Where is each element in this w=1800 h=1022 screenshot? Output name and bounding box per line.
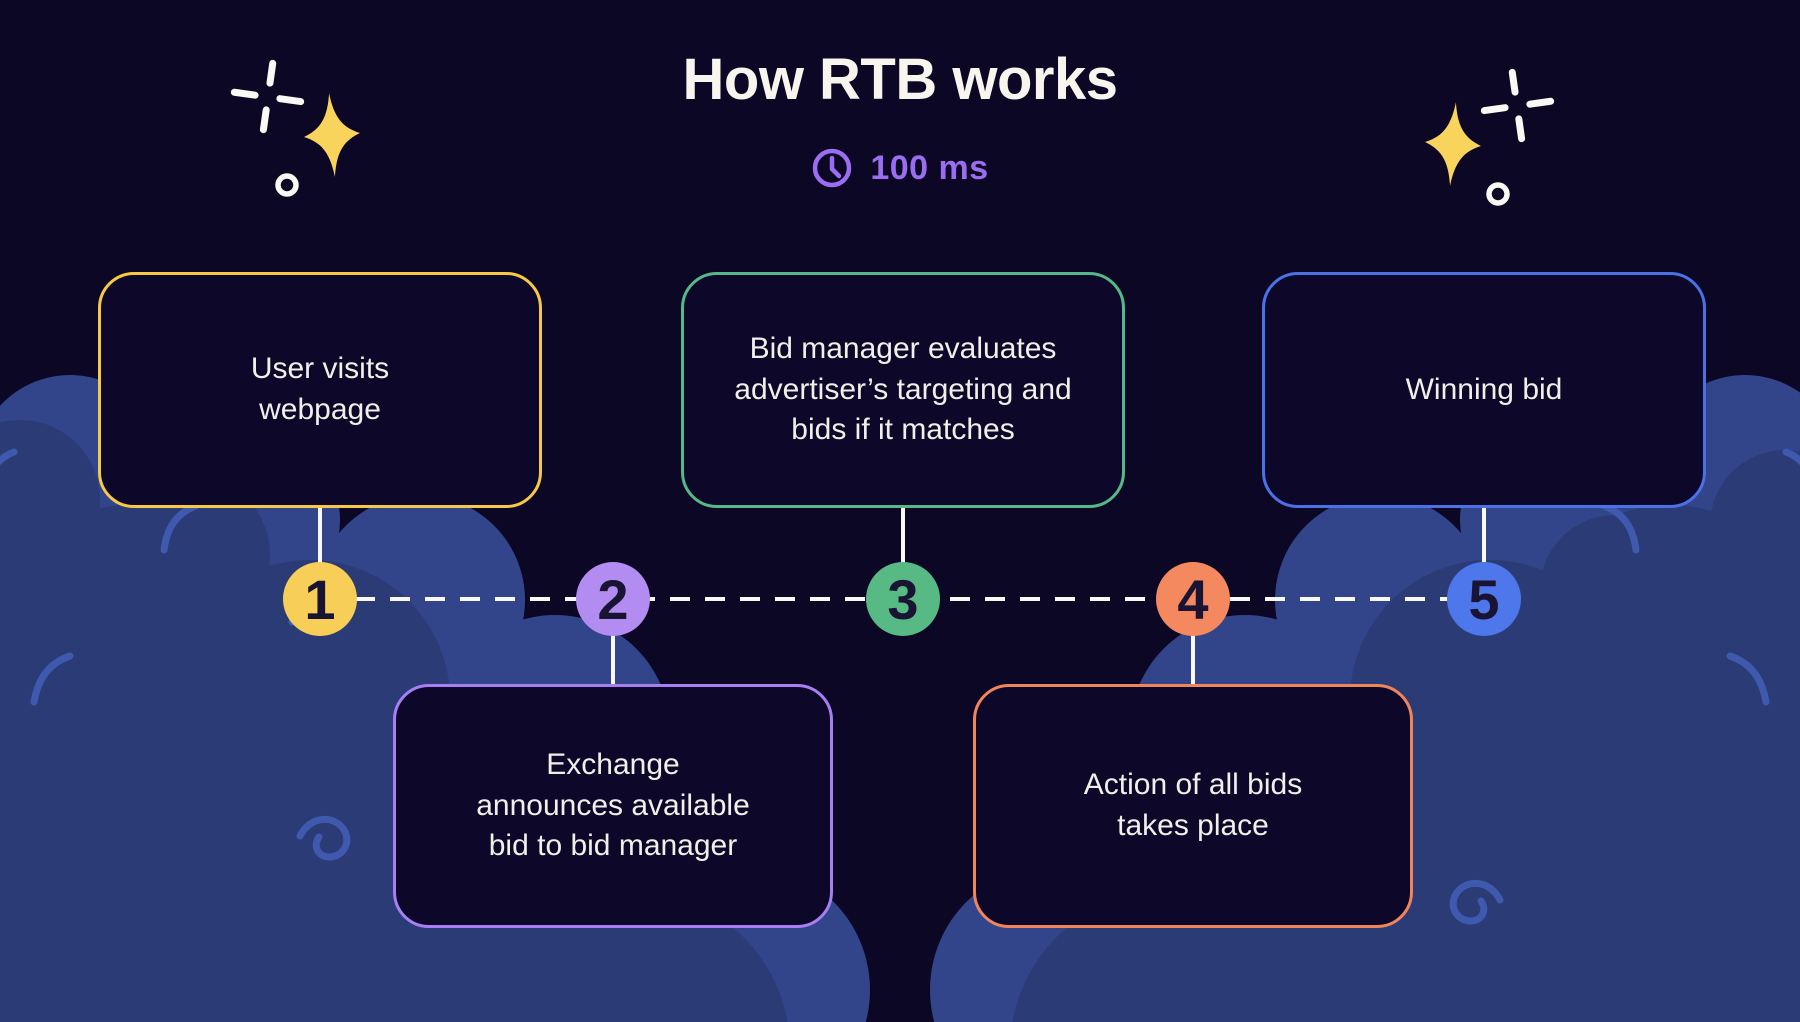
step-4-connector	[1191, 634, 1195, 686]
step-number: 5	[1468, 567, 1500, 631]
step-3-connector	[901, 508, 905, 564]
step-1-card: User visits webpage	[98, 272, 542, 508]
step-2-label: Exchange announces available bid to bid …	[476, 747, 750, 863]
step-1-connector	[318, 508, 322, 564]
step-number: 4	[1177, 567, 1209, 631]
step-2-connector	[611, 634, 615, 686]
step-3-label: Bid manager evaluates advertiser’s targe…	[734, 331, 1072, 447]
timer-label: 100 ms	[870, 148, 989, 187]
sparkle-decoration-left	[230, 59, 360, 197]
clock-icon	[813, 148, 852, 188]
step-number: 1	[304, 567, 336, 631]
sparkle-ring-icon	[1486, 182, 1510, 206]
sparkle-star-icon	[304, 93, 360, 177]
step-5-card: Winning bid	[1262, 272, 1706, 508]
step-1-number-badge: 1	[283, 562, 357, 636]
sparkle-decoration-right	[1425, 68, 1555, 206]
step-2-number-badge: 2	[576, 562, 650, 636]
step-2-card: Exchange announces available bid to bid …	[393, 684, 833, 928]
step-5-label: Winning bid	[1405, 372, 1563, 406]
sparkle-cross-icon	[1480, 68, 1555, 143]
sparkle-cross-icon	[230, 59, 305, 134]
step-3-card: Bid manager evaluates advertiser’s targe…	[681, 272, 1125, 508]
sparkle-ring-icon	[275, 173, 299, 197]
sparkle-star-icon	[1425, 102, 1481, 186]
step-5-connector	[1482, 508, 1486, 564]
page-title: How RTB works	[682, 47, 1119, 112]
step-number: 3	[887, 567, 919, 631]
timer-badge: 100 ms	[0, 147, 1800, 189]
step-1-label: User visits webpage	[250, 352, 390, 426]
step-3-number-badge: 3	[866, 562, 940, 636]
step-4-number-badge: 4	[1156, 562, 1230, 636]
header: How RTB works	[0, 46, 1800, 113]
step-4-card: Action of all bids takes place	[973, 684, 1413, 928]
step-4-label: Action of all bids takes place	[1083, 768, 1303, 842]
step-number: 2	[597, 567, 629, 631]
step-5-number-badge: 5	[1447, 562, 1521, 636]
